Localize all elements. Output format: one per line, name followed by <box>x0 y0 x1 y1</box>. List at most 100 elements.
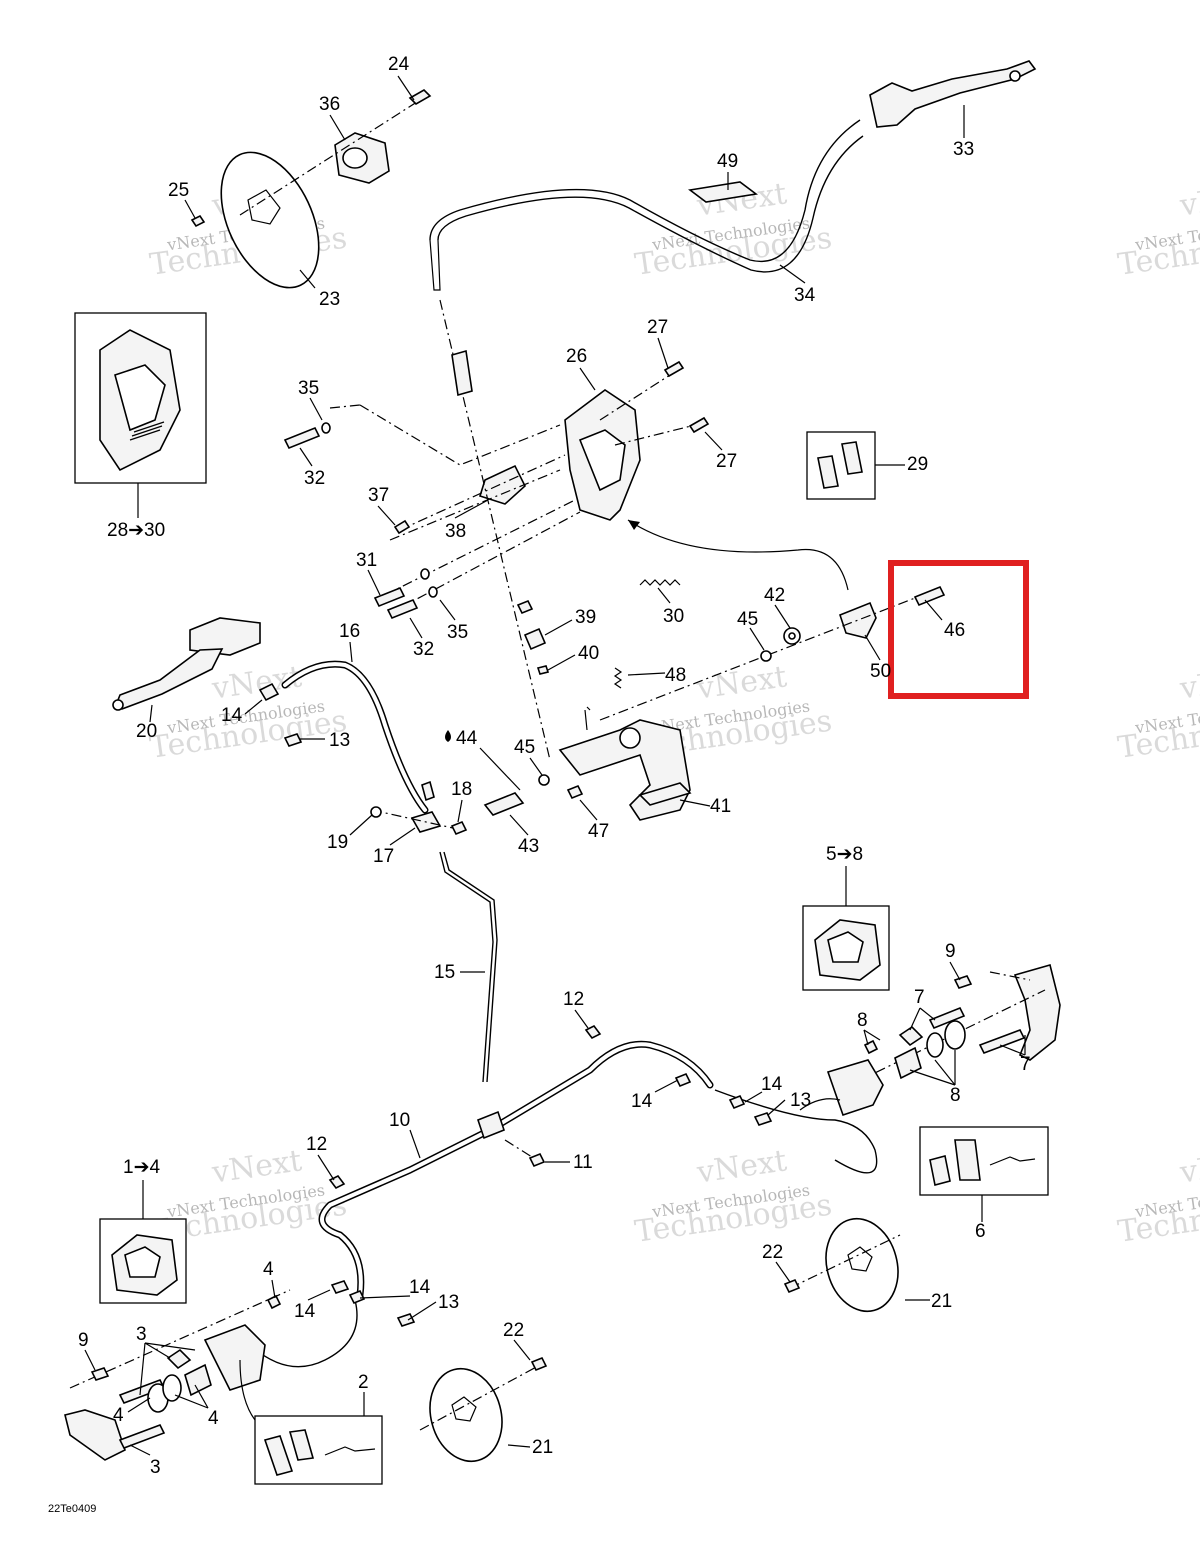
svg-text:vNext: vNext <box>209 1143 304 1190</box>
caliper-body-left <box>203 1324 266 1391</box>
caliper-bracket <box>1013 964 1061 1061</box>
master-cylinder-reservoir <box>189 617 261 656</box>
tee-fitting-10 <box>477 1110 505 1140</box>
callout-17: 17 <box>373 846 394 867</box>
callout-26: 26 <box>566 346 587 367</box>
bolt-22b <box>530 1356 548 1372</box>
seal-8 <box>944 1020 966 1050</box>
parking-disc-assembly <box>190 89 432 289</box>
bracket-50 <box>839 601 877 639</box>
pivot-bolt-43 <box>483 792 525 816</box>
nut-47 <box>566 784 584 800</box>
callout-32: 32 <box>413 639 434 660</box>
svg-text:vNext: vNext <box>1177 659 1200 706</box>
callout-42: 42 <box>764 585 785 606</box>
callout-29: 29 <box>907 454 928 475</box>
callout-47: 47 <box>588 821 609 842</box>
brake-lines <box>244 851 878 1368</box>
cotter-40 <box>536 665 550 675</box>
callout-21: 21 <box>931 1291 952 1312</box>
slide-pin-7b <box>978 1028 1026 1055</box>
callout-11: 11 <box>573 1152 593 1173</box>
boot-3 <box>166 1348 192 1370</box>
watermark: vNext vNext Technologies Technologies <box>1116 659 1200 765</box>
callout-18: 18 <box>451 779 472 800</box>
callout-16: 16 <box>339 621 360 642</box>
bolt-22a <box>783 1278 801 1294</box>
callout-35: 35 <box>447 622 468 643</box>
callout-49: 49 <box>717 151 738 172</box>
callout-14: 14 <box>294 1301 316 1322</box>
callout-labels: 24 36 25 23 49 33 34 28➔30 27 26 35 32 2… <box>48 54 1031 1515</box>
bolt-11 <box>528 1152 546 1168</box>
callout-45: 45 <box>737 609 758 630</box>
brake-disc-left-21 <box>419 1356 548 1463</box>
callout-14: 14 <box>409 1277 431 1298</box>
highlight-box-46 <box>888 560 1029 699</box>
callout-14: 14 <box>221 705 243 726</box>
callout-46: 46 <box>944 620 965 641</box>
parking-caliper-assembly <box>283 299 849 761</box>
banjo-bolt-13b <box>753 1112 773 1126</box>
caliper-kit-illustration-5-8 <box>814 919 881 981</box>
callout-43: 43 <box>518 836 539 857</box>
lubricant-drop-icon <box>445 730 451 742</box>
seal-8b <box>926 1032 944 1058</box>
callout-44: 44 <box>456 728 478 749</box>
callout-13: 13 <box>790 1090 811 1111</box>
banjo-bolt-13c <box>396 1313 416 1327</box>
callout-22: 22 <box>503 1320 524 1341</box>
callout-27: 27 <box>716 451 737 472</box>
slide-pin-3b <box>118 1423 166 1450</box>
bolt-18 <box>450 820 468 836</box>
callout-24: 24 <box>388 54 410 75</box>
hand-lever-20 <box>115 648 224 710</box>
washer-45b <box>538 774 550 786</box>
callout-12: 12 <box>563 989 584 1010</box>
callout-23: 23 <box>319 289 340 310</box>
nut <box>516 599 534 615</box>
washer-35b <box>428 586 438 598</box>
bolt-46 <box>913 585 946 607</box>
callout-37: 37 <box>368 485 389 506</box>
bracket-38 <box>478 464 526 505</box>
washer-14e <box>348 1289 366 1305</box>
callout-39: 39 <box>575 607 596 628</box>
callout-5-8: 5➔8 <box>826 844 863 865</box>
callout-10: 10 <box>389 1110 410 1131</box>
callout-13: 13 <box>438 1292 459 1313</box>
caliper-body <box>826 1059 884 1117</box>
spring-48 <box>613 667 623 689</box>
pad-kit-box-29 <box>806 431 876 500</box>
bleeder-4 <box>266 1294 282 1310</box>
watermark-group: vNext vNext Technologies Technologies vN… <box>148 176 1200 1249</box>
callout-14: 14 <box>761 1074 783 1095</box>
callout-3: 3 <box>136 1324 147 1345</box>
pedal-pivot-hardware <box>599 597 916 721</box>
callout-2: 2 <box>358 1372 369 1393</box>
callout-45: 45 <box>514 737 535 758</box>
piston-4 <box>184 1363 212 1397</box>
front-left-caliper <box>64 1280 416 1461</box>
svg-text:vNext: vNext <box>1177 1143 1200 1190</box>
brake-pads-6 <box>929 1139 1036 1186</box>
nut-19 <box>370 806 382 818</box>
front-right-caliper <box>799 964 1061 1117</box>
bolt-24 <box>408 89 432 105</box>
svg-text:vNext: vNext <box>694 659 789 706</box>
disc-cutout <box>247 189 281 225</box>
washer-14d <box>330 1280 350 1294</box>
callout-25: 25 <box>168 180 189 201</box>
bolt-9b <box>90 1367 110 1381</box>
callout-21: 21 <box>532 1437 553 1458</box>
figure-code: 22Te0409 <box>48 1503 96 1515</box>
bolt-37 <box>393 519 411 535</box>
parking-lever-assembly <box>429 60 1037 291</box>
caliper-bracket-left <box>64 1409 126 1461</box>
callout-9: 9 <box>945 941 956 962</box>
brake-pads-2 <box>263 1429 376 1476</box>
callout-19: 19 <box>327 832 348 853</box>
caliper-kit-illustration <box>99 329 181 472</box>
bolt-31 <box>373 586 406 608</box>
